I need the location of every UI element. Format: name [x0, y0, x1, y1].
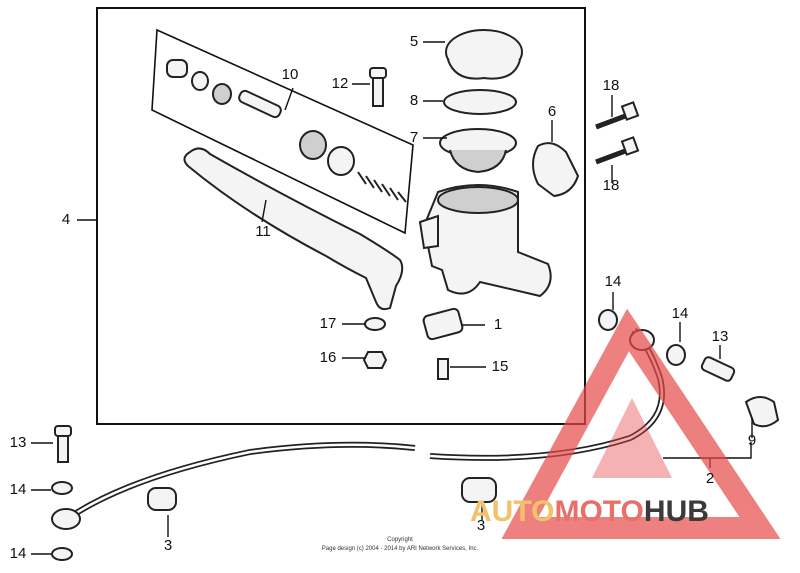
switch-and-fasteners: [362, 307, 464, 380]
bolts: [595, 101, 640, 165]
reservoir-cap-parts: [439, 29, 523, 174]
watermark-moto: MOTO: [554, 495, 643, 528]
callout-6: 6: [548, 103, 556, 120]
copyright-line-2: Page design (c) 2004 - 2014 by ARI Netwo…: [322, 546, 479, 552]
callout-18-bottom: 18: [603, 177, 620, 194]
svg-text:AUTOMOTOHUB: AUTOMOTOHUB: [470, 495, 709, 528]
callout-14-hose-mid: 14: [672, 305, 689, 322]
callout-3-left: 3: [164, 537, 172, 554]
callout-9: 9: [748, 432, 756, 449]
callout-7: 7: [410, 129, 418, 146]
callout-1: 1: [494, 316, 502, 333]
watermark-auto: AUTO: [470, 495, 554, 528]
callout-4: 4: [62, 211, 70, 228]
brake-lever: [183, 147, 404, 311]
watermark-hub: HUB: [644, 495, 709, 528]
piston-kit-parts: [166, 59, 407, 203]
pivot-bolt: [369, 67, 387, 107]
copyright-line-1: Copyright: [387, 537, 413, 543]
callout-18-top: 18: [603, 77, 620, 94]
callout-16: 16: [320, 349, 337, 366]
callout-10: 10: [282, 66, 299, 83]
piston-kit-panel: [151, 28, 414, 235]
callout-3-right: 3: [477, 517, 485, 534]
callout-2: 2: [706, 470, 714, 487]
callout-15: 15: [492, 358, 509, 375]
watermark-triangle: [501, 308, 781, 539]
hose-fittings: [51, 309, 780, 561]
callout-14-left-top: 14: [10, 481, 27, 498]
callout-8: 8: [410, 92, 418, 109]
watermark-logo: [501, 308, 781, 539]
callout-17: 17: [320, 315, 337, 332]
callout-11: 11: [255, 223, 271, 240]
watermark-wordmark: AUTOMOTOHUB: [470, 495, 709, 528]
callout-12: 12: [332, 75, 349, 92]
callout-14-left-bottom: 14: [10, 545, 27, 562]
callout-13-right: 13: [712, 328, 729, 345]
leader-lines: [31, 41, 753, 555]
callout-5: 5: [410, 33, 418, 50]
master-cylinder-body: [418, 184, 552, 298]
callout-13-left: 13: [10, 434, 27, 451]
callout-14-hose-top: 14: [605, 273, 622, 290]
hose-clamps: [147, 477, 497, 511]
assembly-frame: [96, 7, 586, 425]
holder-bracket: [532, 142, 580, 198]
